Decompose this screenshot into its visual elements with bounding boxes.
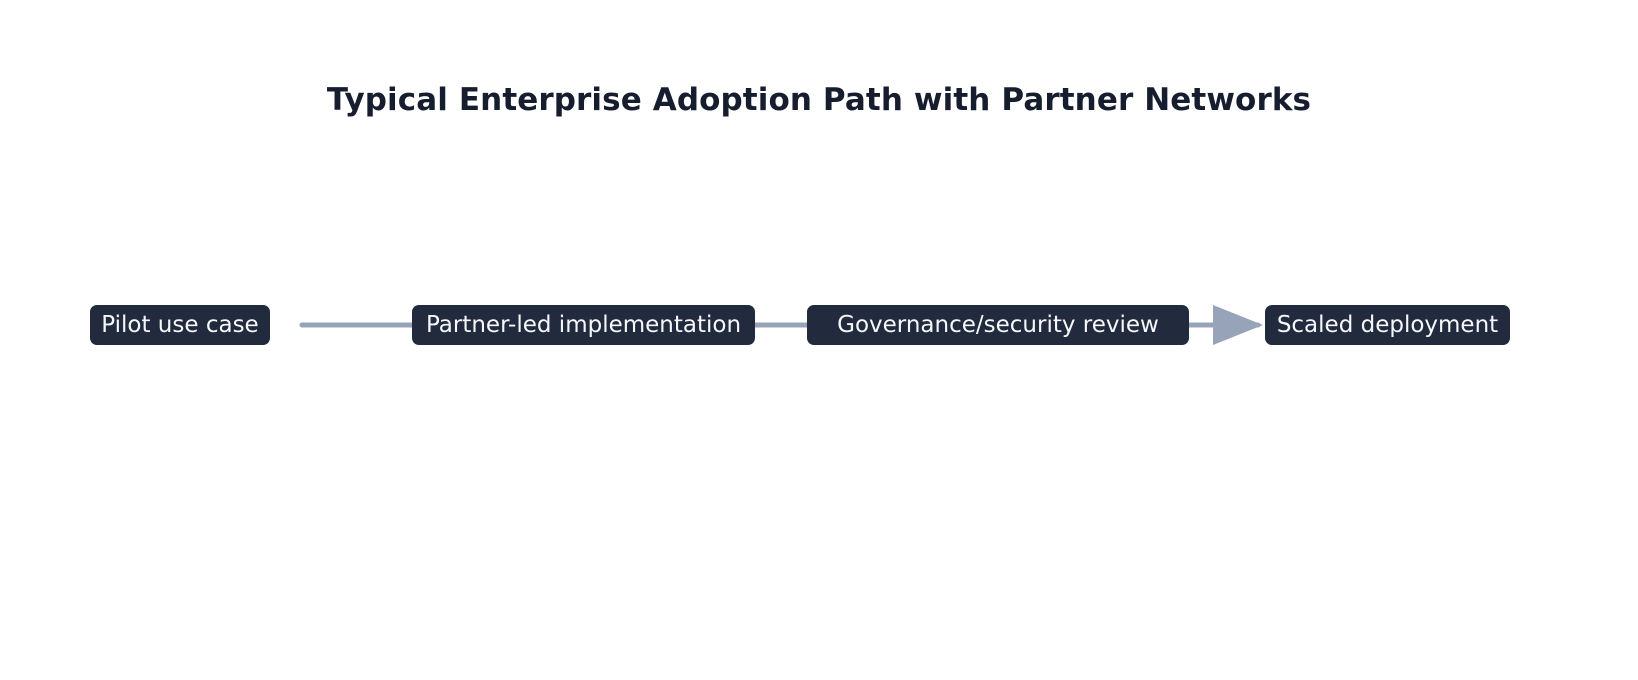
flow-node-scaled-deployment[interactable]: Scaled deployment (1265, 305, 1510, 345)
flow-node-pilot-use-case[interactable]: Pilot use case (90, 305, 270, 345)
page-title: Typical Enterprise Adoption Path with Pa… (326, 82, 1312, 118)
flow-node-governance-security-review[interactable]: Governance/security review (807, 305, 1189, 345)
flow-node-partner-led-implementation[interactable]: Partner-led implementation (412, 305, 755, 345)
